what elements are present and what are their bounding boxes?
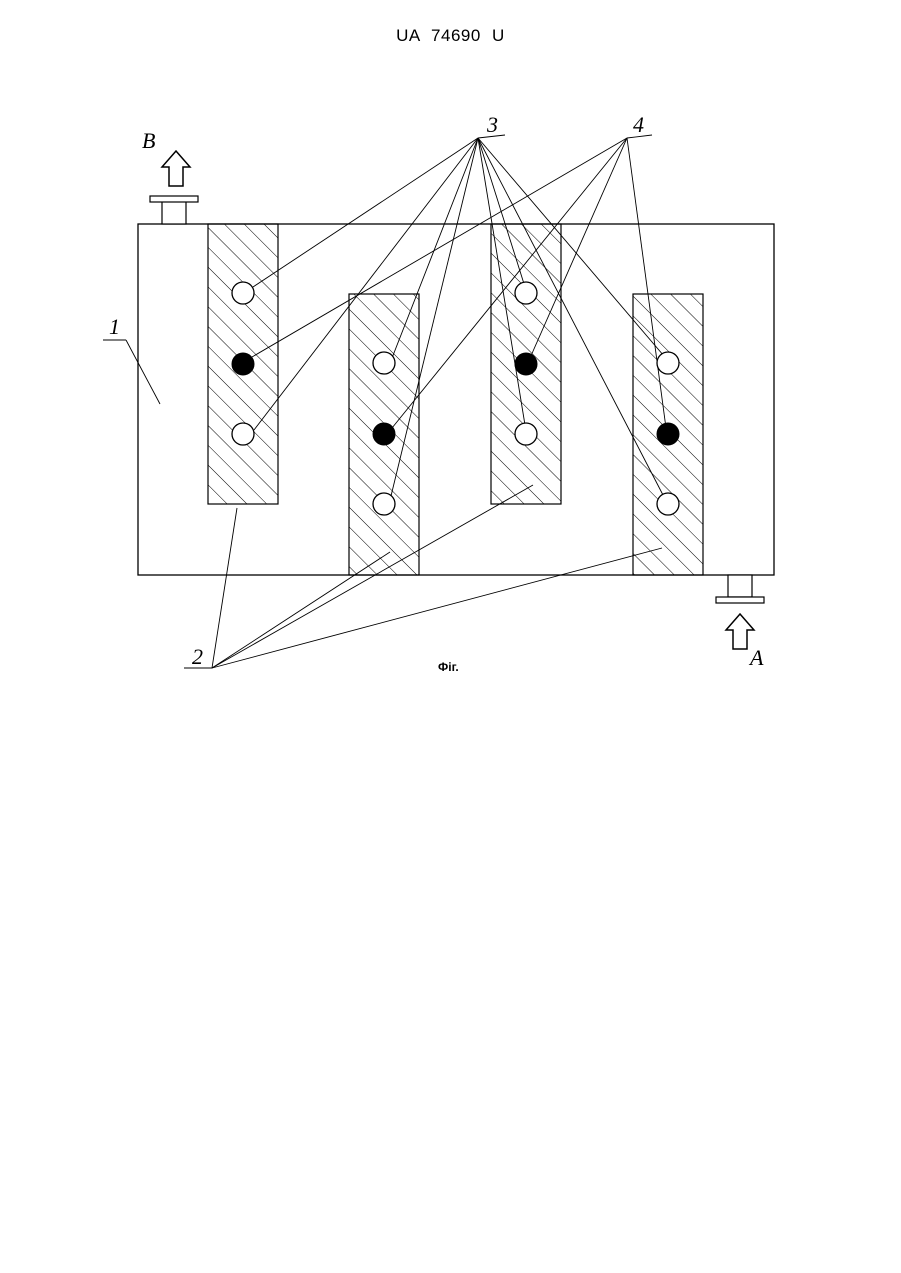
label-open-holes: 3	[486, 112, 498, 137]
open-hole	[232, 423, 254, 445]
label-vessel: 1	[109, 314, 120, 339]
label-plates: 2	[192, 644, 203, 669]
figure-caption: Фіг.	[438, 660, 459, 674]
filled-hole	[373, 423, 395, 445]
inlet-pipe	[716, 575, 764, 603]
filled-hole	[515, 353, 537, 375]
baffle-plates	[208, 224, 703, 575]
leader-line-1	[103, 340, 160, 404]
open-hole	[657, 493, 679, 515]
label-filled-holes: 4	[633, 112, 644, 137]
open-hole	[373, 352, 395, 374]
open-hole	[232, 282, 254, 304]
outlet-arrow-icon	[162, 151, 190, 186]
filled-holes	[232, 353, 679, 445]
outlet-pipe	[150, 196, 198, 224]
leader-lines-4	[252, 135, 666, 428]
inlet-arrow-icon	[726, 614, 754, 649]
open-hole	[373, 493, 395, 515]
leader-lines-2	[184, 485, 662, 668]
open-hole	[515, 282, 537, 304]
leader-lines-3	[253, 135, 664, 496]
filled-hole	[657, 423, 679, 445]
label-outlet: B	[142, 128, 155, 153]
filled-hole	[232, 353, 254, 375]
label-inlet: A	[748, 645, 764, 670]
open-holes	[232, 282, 679, 515]
open-hole	[657, 352, 679, 374]
open-hole	[515, 423, 537, 445]
